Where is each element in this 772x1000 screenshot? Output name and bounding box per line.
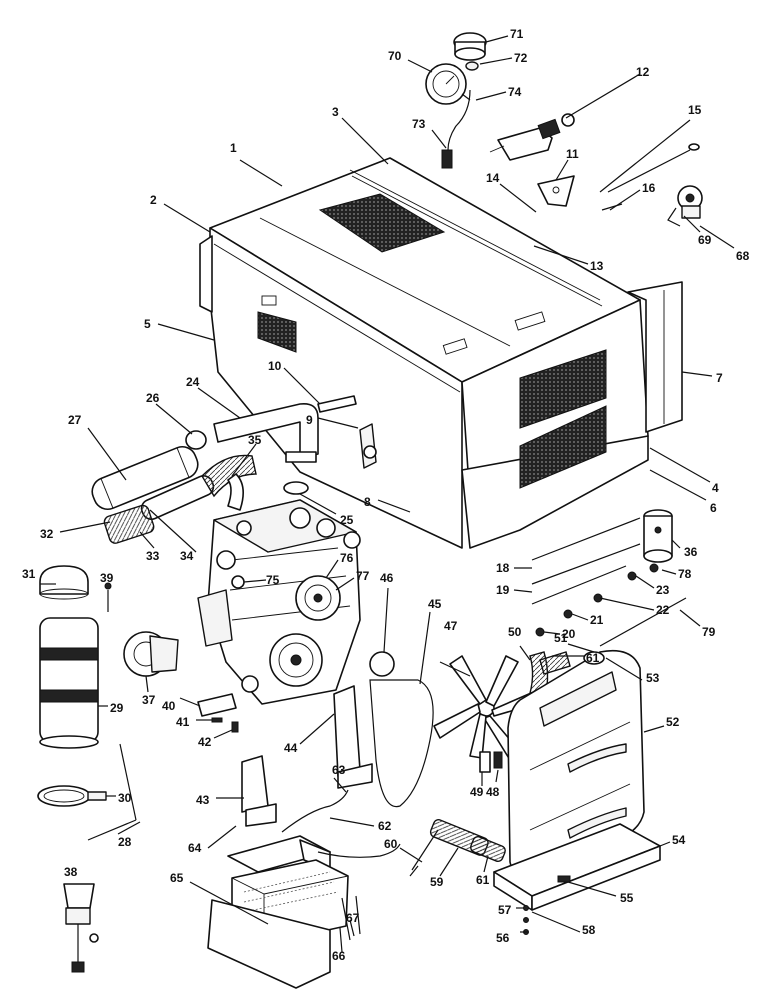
callout-29: 29 <box>110 701 124 715</box>
callout-6: 6 <box>710 501 717 515</box>
radiator <box>493 649 661 935</box>
callout-10: 10 <box>268 359 282 373</box>
callout-76: 76 <box>340 551 354 565</box>
callout-28: 28 <box>118 835 132 849</box>
callout-5: 5 <box>144 317 151 331</box>
callout-48: 48 <box>486 785 500 799</box>
callout-69: 69 <box>698 233 712 247</box>
callout-67: 67 <box>346 911 360 925</box>
callout-40: 40 <box>162 699 176 713</box>
callout-8: 8 <box>364 495 371 509</box>
mounting-brackets <box>317 395 377 469</box>
callout-68: 68 <box>736 249 750 263</box>
callout-15: 15 <box>688 103 702 117</box>
callout-4: 4 <box>712 481 719 495</box>
exhaust-air-cleaner <box>37 402 319 973</box>
callout-66: 66 <box>332 949 346 963</box>
callout-7: 7 <box>716 371 723 385</box>
callout-62: 62 <box>378 819 392 833</box>
callout-labels: 1 2 3 4 5 6 7 8 9 10 11 12 13 14 15 16 1… <box>22 27 750 963</box>
engine-mounts <box>241 685 373 827</box>
callout-56: 56 <box>496 931 510 945</box>
callout-16: 16 <box>642 181 656 195</box>
callout-34: 34 <box>180 549 194 563</box>
callout-2: 2 <box>150 193 157 207</box>
callout-25: 25 <box>340 513 354 527</box>
callout-77: 77 <box>356 569 370 583</box>
callout-23: 23 <box>656 583 670 597</box>
callout-37: 37 <box>142 693 156 707</box>
callout-22: 22 <box>656 603 670 617</box>
callout-72: 72 <box>514 51 528 65</box>
callout-78: 78 <box>678 567 692 581</box>
callout-53: 53 <box>646 671 660 685</box>
callout-41: 41 <box>176 715 190 729</box>
callout-12: 12 <box>636 65 650 79</box>
gauge-70 <box>425 63 471 105</box>
callout-45: 45 <box>428 597 442 611</box>
callout-63: 63 <box>332 763 346 777</box>
callout-44: 44 <box>284 741 298 755</box>
callout-58: 58 <box>582 923 596 937</box>
callout-49: 49 <box>470 785 484 799</box>
callout-57: 57 <box>498 903 512 917</box>
callout-3: 3 <box>332 105 339 119</box>
callout-60: 60 <box>384 837 398 851</box>
callout-74: 74 <box>508 85 522 99</box>
callout-21: 21 <box>590 613 604 627</box>
callout-27: 27 <box>68 413 82 427</box>
callout-13: 13 <box>590 259 604 273</box>
callout-70: 70 <box>388 49 402 63</box>
top-fittings <box>425 32 703 227</box>
callout-43: 43 <box>196 793 210 807</box>
callout-75: 75 <box>266 573 280 587</box>
callout-9: 9 <box>306 413 313 427</box>
callout-73: 73 <box>412 117 426 131</box>
callout-50: 50 <box>508 625 522 639</box>
callout-51: 51 <box>554 631 568 645</box>
callout-11: 11 <box>566 147 579 161</box>
battery-tray <box>207 789 401 989</box>
callout-65: 65 <box>170 871 184 885</box>
callout-24: 24 <box>186 375 200 389</box>
callout-55: 55 <box>620 891 634 905</box>
callout-31: 31 <box>22 567 36 581</box>
callout-59: 59 <box>430 875 444 889</box>
callout-38: 38 <box>64 865 78 879</box>
callout-1: 1 <box>230 141 237 155</box>
callout-35: 35 <box>248 433 262 447</box>
callout-47: 47 <box>444 619 458 633</box>
callout-42: 42 <box>198 735 212 749</box>
callout-36: 36 <box>684 545 698 559</box>
callout-26: 26 <box>146 391 160 405</box>
callout-52: 52 <box>666 715 680 729</box>
callout-64: 64 <box>188 841 202 855</box>
callout-32: 32 <box>40 527 54 541</box>
callout-18: 18 <box>496 561 510 575</box>
callout-30: 30 <box>118 791 132 805</box>
callout-79: 79 <box>702 625 716 639</box>
callout-14: 14 <box>486 171 500 185</box>
callout-39: 39 <box>100 571 114 585</box>
hood-enclosure <box>199 157 683 549</box>
callout-71: 71 <box>510 27 524 41</box>
callout-20: 20 <box>562 627 576 641</box>
callout-54: 54 <box>672 833 686 847</box>
leader-lines <box>40 35 735 953</box>
callout-61b: 61 <box>476 873 490 887</box>
callout-61a: 61 <box>586 651 600 665</box>
callout-46: 46 <box>380 571 394 585</box>
callout-33: 33 <box>146 549 160 563</box>
callout-19: 19 <box>496 583 510 597</box>
engine-block <box>104 499 361 733</box>
